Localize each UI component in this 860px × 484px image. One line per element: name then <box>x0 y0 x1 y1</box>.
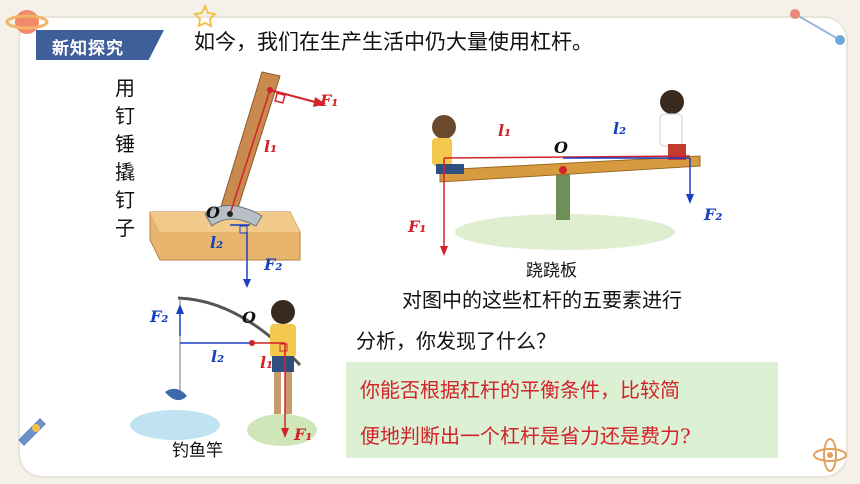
molecule-icon <box>790 9 845 45</box>
hammer-l1-label: l₁ <box>264 137 277 156</box>
seesaw-figure: l₁ O l₂ F₁ F₂ <box>407 90 722 256</box>
section-badge: 新知探究 <box>36 30 166 60</box>
hammer-figure: F₁ l₁ O l₂ F₂ <box>149 71 338 288</box>
question-line-1: 对图中的这些杠杆的五要素进行 <box>402 288 682 312</box>
seesaw-F1-label: F₁ <box>407 217 426 236</box>
hint-line-2: 便地判断出一个杠杆是省力还是费力? <box>360 424 691 448</box>
planet-icon <box>5 10 49 34</box>
hammer-caption: 用钉锤撬钉子 <box>115 76 135 240</box>
badge-label: 新知探究 <box>52 39 124 59</box>
hammer-O-label: O <box>206 203 220 222</box>
fishing-l2-label: l₂ <box>211 347 224 366</box>
slide-title: 如今，我们在生产生活中仍大量使用杠杆。 <box>194 30 593 54</box>
hint-box: 你能否根据杠杆的平衡条件，比较简 便地判断出一个杠杆是省力还是费力? <box>346 362 778 458</box>
fishing-caption: 钓鱼竿 <box>172 441 223 461</box>
seesaw-F2-label: F₂ <box>703 205 722 224</box>
seesaw-caption: 跷跷板 <box>526 261 577 281</box>
seesaw-O-label: O <box>554 138 568 157</box>
question-line-2: 分析，你发现了什么？ <box>356 329 556 353</box>
star-icon <box>192 3 218 28</box>
fishing-F1-label: F₁ <box>293 425 312 444</box>
fishing-figure: F₂ O l₂ l₁ F₁ <box>130 296 317 446</box>
hammer-F2-label: F₂ <box>263 255 282 274</box>
fishing-l1-label: l₁ <box>260 353 273 372</box>
badge-background <box>36 30 164 60</box>
hammer-F1-label: F₁ <box>319 91 338 110</box>
fishing-O-label: O <box>242 308 256 327</box>
atom-icon <box>813 438 847 472</box>
rocket-icon <box>18 418 46 446</box>
seesaw-l2-label: l₂ <box>613 119 626 138</box>
hint-line-1: 你能否根据杠杆的平衡条件，比较简 <box>360 378 680 402</box>
fishing-F2-label: F₂ <box>149 307 168 326</box>
seesaw-l1-label: l₁ <box>498 121 511 140</box>
hammer-l2-label: l₂ <box>210 233 223 252</box>
